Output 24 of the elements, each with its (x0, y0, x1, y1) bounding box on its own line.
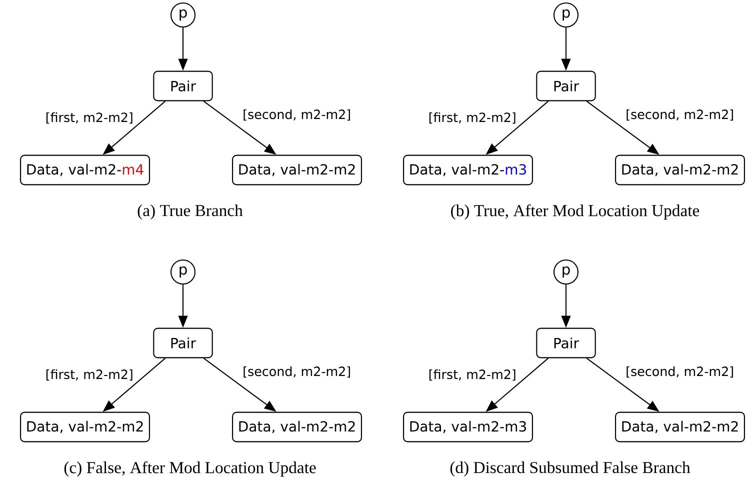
edge-label: [second, m2-m2] (626, 366, 733, 378)
data-box: Data, val-m2-m3 (403, 412, 533, 442)
caption: (d) Discard Subsumed False Branch (450, 461, 690, 477)
edge-label: [first, m2-m2] (46, 369, 132, 381)
data-box: Data, val-m2-m2 (232, 154, 362, 186)
caption: (c) False, After Mod Location Update (64, 461, 316, 477)
caption: (a) True Branch (138, 204, 243, 220)
pair-box: Pair (153, 70, 213, 102)
pair-box: Pair (153, 328, 213, 358)
data-box: Data, val-m2-m2 (20, 412, 150, 442)
caption: (b) True, After Mod Location Update (451, 204, 700, 220)
edge-label: [first, m2-m2] (429, 369, 516, 381)
pair-box: Pair (536, 70, 596, 102)
edge-label: [first, m2-m2] (46, 112, 132, 124)
data-box: Data, val-m2-m2 (615, 412, 745, 442)
data-box: Data, val-m2-m3 (403, 154, 533, 186)
edge-label: [first, m2-m2] (429, 112, 516, 124)
pair-box: Pair (536, 328, 596, 358)
edge-label: [second, m2-m2] (244, 109, 350, 121)
edge-label: [second, m2-m2] (244, 366, 350, 378)
data-box: Data, val-m2-m2 (615, 154, 745, 186)
data-box: Data, val-m2-m4 (20, 154, 150, 186)
edge-label: [second, m2-m2] (626, 109, 733, 121)
data-box: Data, val-m2-m2 (232, 412, 362, 442)
